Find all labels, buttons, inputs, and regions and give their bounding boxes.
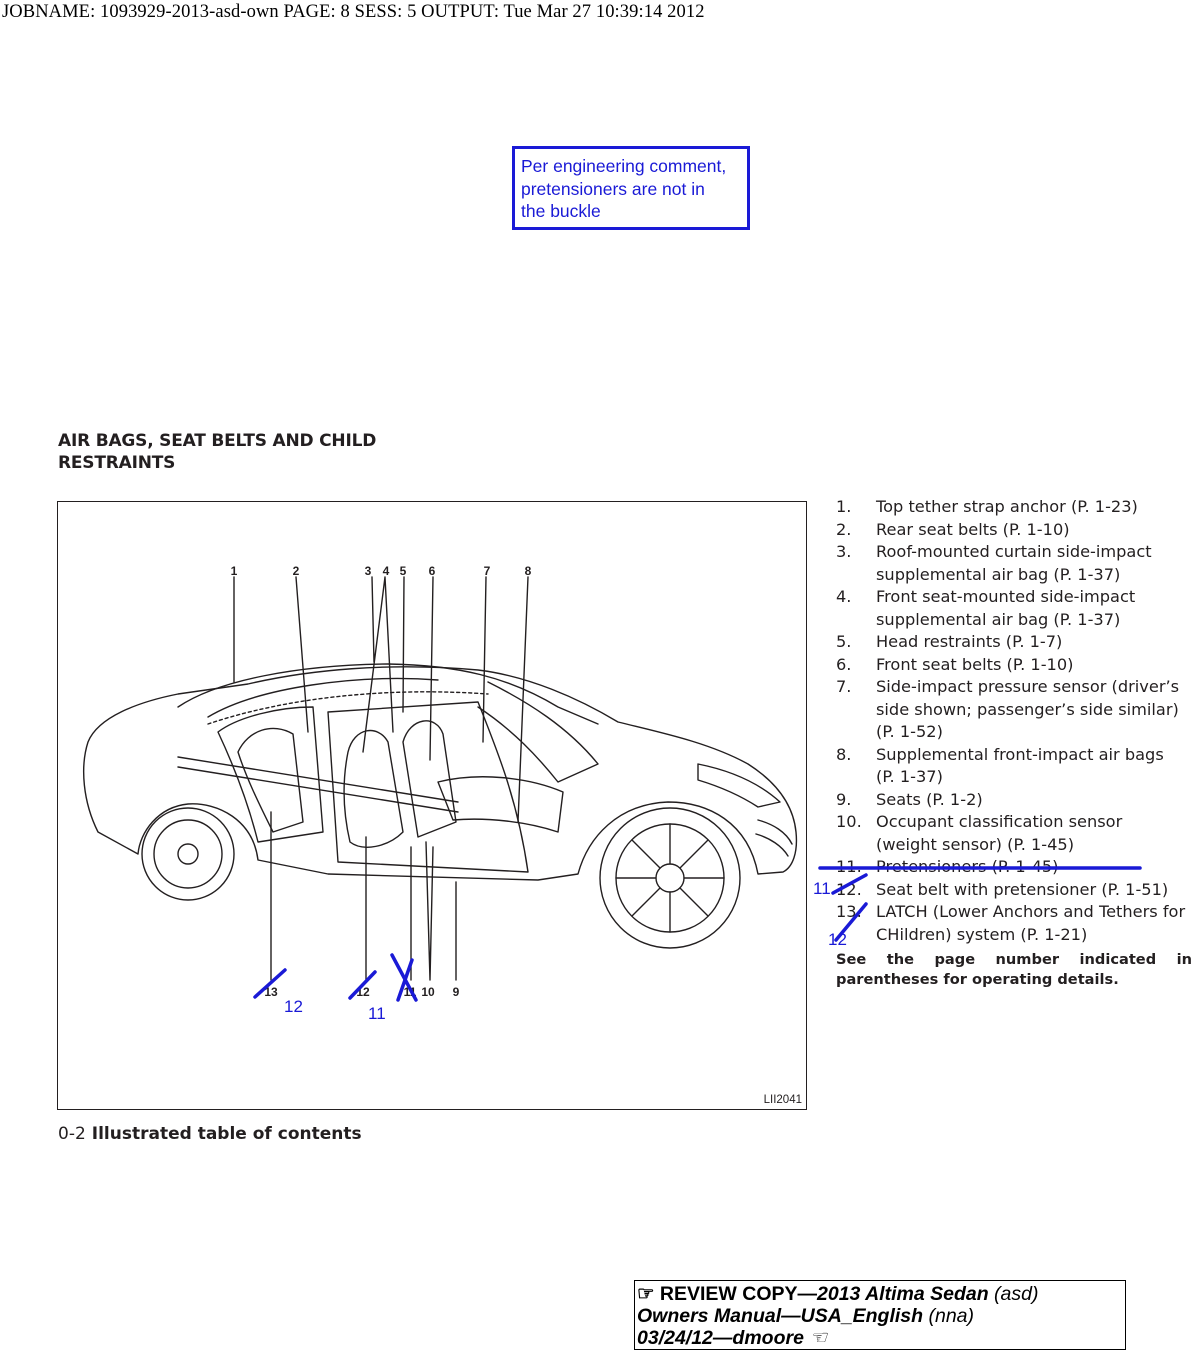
- callout-number: 4: [383, 564, 390, 578]
- review-manual-code: (nna): [923, 1305, 975, 1327]
- item-number: 1.: [836, 497, 852, 516]
- review-copy-stamp: ☞ REVIEW COPY—2013 Altima Sedan (asd) Ow…: [634, 1280, 1126, 1350]
- figure-code: LII2041: [763, 1094, 802, 1106]
- list-item: 3. Roof-mounted curtain side-impact supple…: [836, 541, 1196, 586]
- comment-line: the buckle: [521, 201, 601, 221]
- item-number: 4.: [836, 587, 852, 606]
- list-item: 6. Front seat belts (P. 1-10): [836, 654, 1196, 677]
- list-item: 5. Head restraints (P. 1-7): [836, 631, 1196, 654]
- review-model: 2013 Altima Sedan: [817, 1283, 989, 1305]
- item-text: Seats (P. 1-2): [876, 789, 983, 809]
- front-grille: [755, 819, 793, 857]
- callout-number: 10: [421, 985, 435, 999]
- item-number: 2.: [836, 519, 852, 539]
- headlight: [697, 763, 781, 808]
- curtain-airbag: [207, 691, 489, 725]
- car-roof: [177, 663, 599, 725]
- strike-mark: [348, 970, 377, 1000]
- list-item: 9. Seats (P. 1-2): [836, 789, 1196, 812]
- list-item: 7. Side-impact pressure sensor (driver’s s…: [836, 676, 1196, 744]
- strike-mark: [396, 958, 414, 1002]
- list-item: 1. Top tether strap anchor (P. 1-23): [836, 496, 1196, 519]
- callout-number: 6: [429, 564, 436, 578]
- list-item: 4. Front seat-mounted side-impact suppleme…: [836, 586, 1196, 631]
- review-comment-box: Per engineering comment, pretensioners a…: [512, 146, 750, 230]
- comment-line: Per engineering comment,: [521, 156, 727, 176]
- section-title: AIR BAGS, SEAT BELTS AND CHILD RESTRAINT…: [58, 430, 376, 474]
- rear-seat: [237, 727, 304, 833]
- strike-mark: [390, 953, 418, 1002]
- item-number: 8.: [836, 744, 852, 764]
- item-text: Roof-mounted curtain side-impact: [876, 542, 1152, 561]
- callout-number: 2: [293, 564, 300, 578]
- footer-section-title: Illustrated table of contents: [91, 1124, 362, 1144]
- callout-number: 3: [365, 564, 372, 578]
- review-end-mark: ☜: [803, 1327, 827, 1349]
- item-text: Head restraints (P. 1-7): [876, 632, 1063, 651]
- review-manual: Owners Manual—USA_English: [637, 1305, 924, 1327]
- callout-number: 1: [231, 564, 238, 578]
- strike-mark: [834, 902, 868, 942]
- item-text: supplemental air bag (P. 1-37): [876, 609, 1121, 629]
- item-text: LATCH (Lower Anchors and Tethers for: [876, 902, 1186, 921]
- review-label: ☞ REVIEW COPY—: [637, 1283, 818, 1305]
- item-number: 5.: [836, 632, 852, 651]
- list-item: 12. Seat belt with pretensioner (P. 1-51): [836, 879, 1196, 902]
- item-text: supplemental air bag (P. 1-37): [876, 564, 1121, 584]
- item-text: Front seat belts (P. 1-10): [876, 654, 1074, 674]
- item-text: Supplemental front-impact air bags: [876, 744, 1164, 764]
- item-number: 6.: [836, 654, 852, 674]
- markup-number: 11: [368, 1004, 386, 1023]
- section-title-line: AIR BAGS, SEAT BELTS AND CHILD: [58, 431, 377, 451]
- item-text: Front seat-mounted side-impact: [876, 587, 1136, 606]
- callout-number: 13: [264, 985, 278, 999]
- section-title-line: RESTRAINTS: [58, 453, 176, 473]
- callout-number: 8: [525, 564, 532, 578]
- front-wheel: [599, 807, 741, 949]
- item-text: Side-impact pressure sensor (driver’s: [876, 677, 1180, 696]
- review-date-author: 03/24/12—dmoore: [637, 1327, 804, 1349]
- callout-leaders: [233, 576, 529, 981]
- dashboard: [437, 776, 564, 833]
- item-text: (P. 1-37): [876, 767, 943, 786]
- list-item: 10. Occupant classification sensor (weight…: [836, 811, 1196, 856]
- job-header-line: JOBNAME: 1093929-2013-asd-own PAGE: 8 SE…: [2, 2, 705, 22]
- seat-belt: [177, 756, 459, 813]
- item-text: Occupant classification sensor: [876, 812, 1123, 831]
- strike-mark: [831, 873, 868, 895]
- rear-wheel: [141, 807, 235, 901]
- item-text: Seat belt with pretensioner (P. 1-51): [876, 879, 1169, 899]
- item-text: (P. 1-52): [876, 722, 943, 741]
- comment-line: pretensioners are not in: [521, 178, 705, 199]
- review-model-code: (asd): [988, 1283, 1039, 1305]
- component-list: 1. Top tether strap anchor (P. 1-23) 2. Re…: [836, 496, 1196, 946]
- item-number: 3.: [836, 542, 852, 561]
- operating-details-note: See the page number indicated in parenth…: [836, 951, 1192, 988]
- strike-mark: [253, 968, 287, 999]
- item-number: 12.: [836, 879, 862, 899]
- page-number: 0-2: [58, 1124, 86, 1144]
- markup-number: 12: [828, 930, 847, 949]
- callout-number: 7: [484, 564, 491, 578]
- car-cutaway-drawing: 1 2 3 4 5 6 7 8 9 10 11 12 13: [83, 564, 798, 999]
- item-number: 9.: [836, 789, 852, 809]
- car-restraint-illustration: 1 2 3 4 5 6 7 8 9 10 11 12 13 LII2041: [57, 501, 807, 1110]
- item-text: (weight sensor) (P. 1-45): [876, 834, 1075, 854]
- item-text: side shown; passenger’s side similar): [876, 699, 1179, 719]
- item-number: 7.: [836, 677, 852, 696]
- markup-number: 11: [813, 879, 831, 898]
- callout-number: 9: [453, 985, 460, 999]
- item-text: CHildren) system (P. 1-21): [876, 924, 1088, 944]
- car-windshield: [477, 681, 599, 783]
- item-text: Rear seat belts (P. 1-10): [876, 519, 1070, 539]
- item-number: 10.: [836, 812, 862, 831]
- callout-number: 5: [400, 564, 407, 578]
- list-item: 2. Rear seat belts (P. 1-10): [836, 519, 1196, 542]
- list-item: 8. Supplemental front-impact air bags (P. …: [836, 744, 1196, 789]
- markup-number: 12: [284, 997, 303, 1016]
- item-text: Top tether strap anchor (P. 1-23): [876, 497, 1138, 516]
